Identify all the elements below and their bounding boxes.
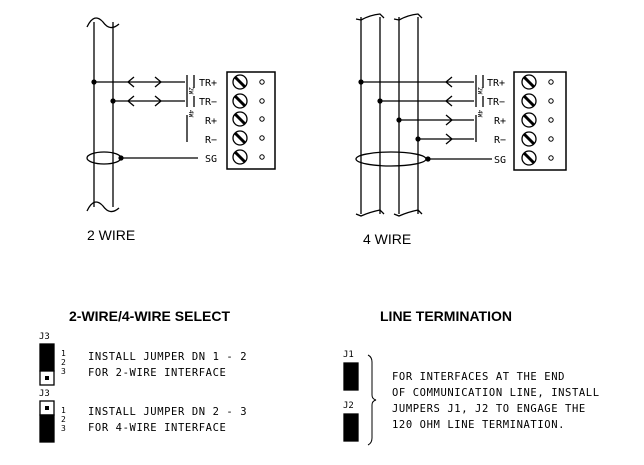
junction-dot [425,156,431,162]
junction-dot [415,136,421,142]
terminal-hole-icon [259,116,265,122]
terminal-screw-icon [232,111,248,127]
terminal-screw-icon [232,149,248,165]
terminal-label-tr-minus: TR− [199,97,217,108]
terminal-screw-icon [521,131,537,147]
terminal-label-r-minus: R− [205,135,217,146]
terminal-screw-icon [521,150,537,166]
shield-ellipse [86,151,122,165]
terminal-hole-icon [259,154,265,160]
terminal-screws [232,74,554,166]
arrow-left-icon [444,95,453,107]
pin-label: 1 [61,406,66,415]
pin-label: 2 [61,358,66,367]
terminal-screw-icon [521,93,537,109]
junction-dot [358,79,364,85]
four-wire-terminal-block [513,71,567,171]
junction-dot [118,155,124,161]
wire-select-heading: 2-WIRE/4-WIRE SELECT [69,308,231,324]
cable-break-top [393,13,423,21]
arrow-left-icon [444,76,453,88]
terminal-hole-icon [548,136,554,142]
terminal-hole-icon [259,79,265,85]
terminal-label-sg: SG [494,155,506,166]
jumper-label-j2: J2 [343,401,354,411]
note-line: 120 OHM LINE TERMINATION. [392,419,566,431]
note-line: FOR 4-WIRE INTERFACE [88,422,227,434]
junction-dot [91,79,97,85]
pin-label: 2 [61,415,66,424]
arrow-left-icon [126,76,135,88]
jumper-j3-4wire [39,400,55,443]
cable-break-top [355,13,385,21]
note-line: JUMPERS J1, J2 TO ENGAGE THE [392,403,586,415]
two-wire-diagram [86,17,198,213]
terminal-hole-icon [548,155,554,161]
jumper-j3-2wire [39,343,55,386]
terminal-label-r-plus: R+ [205,116,217,127]
terminal-label-tr-plus: TR+ [487,78,505,89]
jumper-label: J3 [39,389,50,399]
terminal-hole-icon [548,98,554,104]
terminal-screw-icon [232,74,248,90]
note-line: INSTALL JUMPER DN 2 - 3 [88,406,248,418]
note-line: FOR INTERFACES AT THE END [392,371,566,383]
jumper-j2 [343,413,359,442]
shield-ellipse [355,151,427,167]
terminal-hole-icon [548,117,554,123]
wire-select-note-2wire: INSTALL JUMPER DN 1 - 2 FOR 2-WIRE INTER… [88,349,247,381]
terminal-hole-icon [548,79,554,85]
terminal-label-r-plus: R+ [494,116,506,127]
line-termination-note: FOR INTERFACES AT THE END OF COMMUNICATI… [392,369,600,433]
curly-brace [367,354,377,446]
cable-break-bottom [86,201,120,213]
jumper-label-j1: J1 [343,350,354,360]
terminal-screw-icon [521,112,537,128]
terminal-screw-icon [232,130,248,146]
note-line: FOR 2-WIRE INTERFACE [88,367,227,379]
two-wire-terminal-block [226,71,276,170]
four-wire-diagram [355,13,492,217]
arrow-right-icon [154,76,163,88]
cable-break-bottom [355,209,385,217]
terminal-label-tr-plus: TR+ [199,78,217,89]
jumper-label: J3 [39,332,50,342]
junction-dot [377,98,383,104]
terminal-screw-icon [232,93,248,109]
jumper-j1 [343,362,359,391]
marker-4w: 4W [187,110,194,118]
pin-label: 3 [61,367,66,376]
arrow-right-icon [154,95,163,107]
arrow-right-icon [445,133,454,145]
terminal-label-tr-minus: TR− [487,97,505,108]
pin-labels: 1 2 3 [61,406,66,433]
cable-break-bottom [393,209,423,217]
marker-2w: 2W [187,87,194,95]
terminal-screw-icon [521,74,537,90]
two-wire-title: 2 WIRE [87,227,136,243]
note-line: INSTALL JUMPER DN 1 - 2 [88,351,248,363]
cable-break-top [86,17,120,29]
terminal-label-sg: SG [205,154,217,165]
junction-dot [110,98,116,104]
junction-dots [91,79,431,162]
pin-label: 1 [61,349,66,358]
wire-select-note-4wire: INSTALL JUMPER DN 2 - 3 FOR 4-WIRE INTER… [88,404,247,436]
junction-dot [396,117,402,123]
four-wire-title: 4 WIRE [363,231,412,247]
terminal-hole-icon [259,135,265,141]
marker-4w: 4W [476,110,483,118]
arrow-left-icon [126,95,135,107]
arrow-right-icon [445,114,454,126]
terminal-label-r-minus: R− [494,135,506,146]
note-line: OF COMMUNICATION LINE, INSTALL [392,387,600,399]
pin-label: 3 [61,424,66,433]
terminal-hole-icon [259,98,265,104]
pin-labels: 1 2 3 [61,349,66,376]
line-termination-heading: LINE TERMINATION [380,308,512,324]
marker-2w: 2W [476,87,483,95]
